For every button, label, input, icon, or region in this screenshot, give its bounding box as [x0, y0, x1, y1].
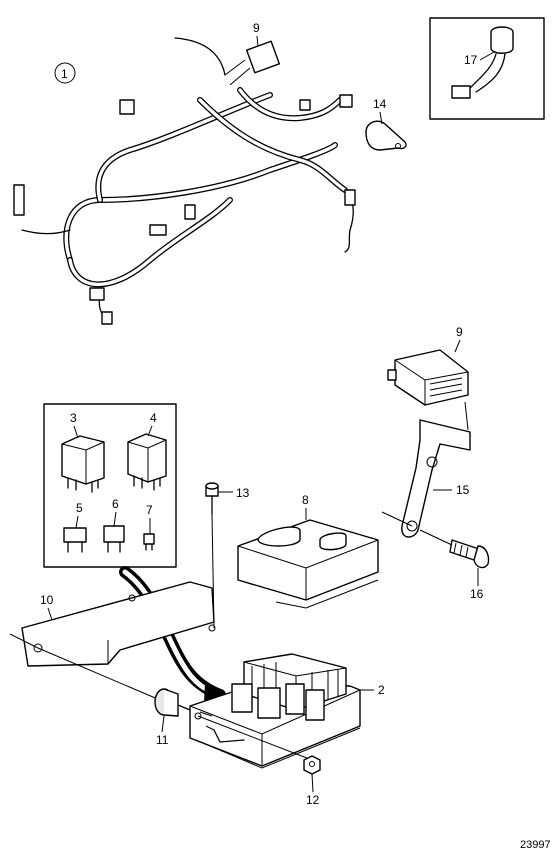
callout-5: 5 [76, 501, 83, 515]
callout-12: 12 [306, 793, 320, 807]
figure-number: 23997 [520, 839, 551, 851]
callout-3: 3 [70, 411, 77, 425]
bolt [449, 539, 490, 569]
nut [303, 755, 321, 775]
fuse-relay-box [189, 653, 361, 769]
callout-4: 4 [150, 411, 157, 425]
fuse-mini [143, 533, 155, 551]
cover [237, 519, 379, 609]
sensor-coil [451, 26, 514, 99]
relay-large [127, 433, 167, 491]
fuse-medium [103, 525, 125, 553]
callout-9-right: 9 [456, 325, 463, 339]
screw [205, 482, 219, 515]
mounting-plate [21, 581, 216, 667]
bracket [401, 401, 471, 538]
wiring-harness [13, 37, 356, 325]
rubber-isolator [154, 688, 191, 717]
callout-8: 8 [302, 493, 309, 507]
inset-box-sensor [429, 17, 545, 120]
clamp [365, 120, 407, 151]
callout-16: 16 [470, 587, 484, 601]
callout-15: 15 [456, 483, 470, 497]
callout-7: 7 [146, 503, 153, 517]
callout-14: 14 [373, 97, 387, 111]
callout-11: 11 [156, 733, 169, 747]
connector [387, 349, 469, 406]
callout-1-circle [54, 62, 76, 84]
callout-2: 2 [378, 683, 385, 697]
callout-17: 17 [464, 53, 478, 67]
callout-9-top: 9 [253, 21, 260, 35]
callout-6: 6 [112, 497, 119, 511]
callout-13: 13 [236, 486, 250, 500]
callout-10: 10 [40, 593, 54, 607]
fuse-large [63, 527, 87, 553]
callout-1: 1 [61, 67, 68, 81]
relay-small [61, 435, 105, 493]
